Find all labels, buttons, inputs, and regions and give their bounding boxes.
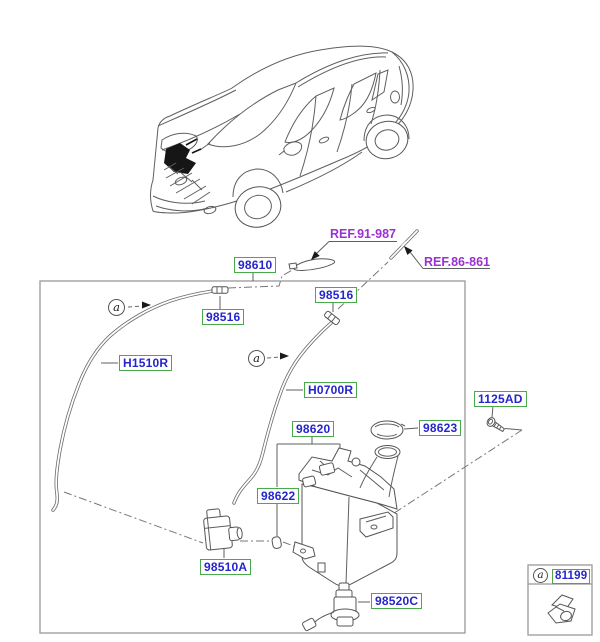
highlighted-washer-area [164, 143, 196, 174]
washer-motor-sketch [302, 582, 360, 632]
ref-86-861-tube [389, 229, 419, 260]
part-label-98510a[interactable]: 98510A [200, 559, 252, 575]
hose-h1510r [51, 289, 215, 512]
ref-label-91-987[interactable]: REF.91-987 [330, 227, 397, 241]
part-label-98620[interactable]: 98620 [292, 421, 335, 437]
clip-icon [547, 594, 576, 624]
part-label-1125ad[interactable]: 1125AD [474, 391, 527, 407]
car-illustration [150, 45, 414, 228]
main-diagram-border [39, 280, 466, 634]
ref-leader-lines [311, 241, 490, 269]
legend-marker-a: a [533, 568, 548, 583]
part-label-h0700r[interactable]: H0700R [304, 382, 358, 398]
hose-connector-1 [211, 286, 229, 294]
hose-connector-2 [324, 310, 340, 326]
part-label-98516-right[interactable]: 98516 [315, 287, 358, 303]
part-label-98610[interactable]: 98610 [234, 257, 277, 273]
grommet-sketch [271, 536, 282, 549]
bolt-sketch [486, 417, 506, 433]
ref-label-86-861[interactable]: REF.86-861 [424, 255, 491, 269]
callout-marker-a-2: a [248, 350, 265, 367]
hose-h0700r [232, 321, 333, 505]
part-label-81199[interactable]: 81199 [552, 569, 591, 584]
part-label-98622[interactable]: 98622 [257, 488, 300, 504]
washer-nozzle-sketch [288, 258, 336, 272]
callout-marker-a-1: a [108, 299, 125, 316]
front-washer-motor-sketch [203, 508, 243, 551]
part-label-98520c[interactable]: 98520C [371, 593, 423, 609]
reservoir-cap-sketch [370, 420, 406, 440]
legend-box [527, 564, 593, 636]
rear-wheel [365, 120, 409, 160]
part-label-98623[interactable]: 98623 [419, 420, 462, 436]
reservoir-tank-sketch [292, 445, 401, 587]
part-label-98516-left[interactable]: 98516 [202, 309, 245, 325]
leader-lines [63, 261, 523, 603]
front-wheel [234, 186, 282, 228]
part-label-h1510r[interactable]: H1510R [119, 355, 173, 371]
